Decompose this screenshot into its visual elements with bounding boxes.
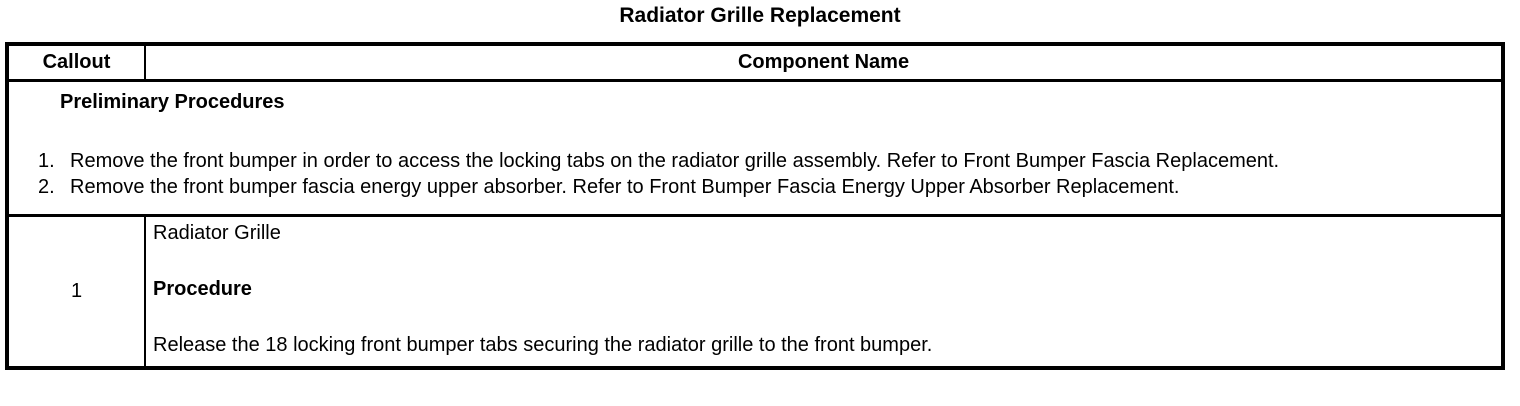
callout-column-header: Callout bbox=[7, 44, 146, 82]
procedure-instruction: Release the 18 locking front bumper tabs… bbox=[153, 333, 933, 356]
table-row: 1 Radiator Grille Procedure Release the … bbox=[7, 215, 1503, 368]
callout-number: 1 bbox=[7, 215, 146, 368]
list-item: 2. Remove the front bumper fascia energy… bbox=[9, 174, 1501, 200]
preliminary-procedures-row: Preliminary Procedures 1. Remove the fro… bbox=[7, 80, 1503, 217]
component-name: Radiator Grille bbox=[153, 221, 281, 244]
list-item-number: 1. bbox=[38, 149, 55, 172]
list-item-number: 2. bbox=[38, 175, 55, 198]
preliminary-procedures-cell: Preliminary Procedures 1. Remove the fro… bbox=[7, 80, 1503, 217]
table-header-row: Callout Component Name bbox=[7, 44, 1503, 82]
list-item: 1. Remove the front bumper in order to a… bbox=[9, 148, 1501, 174]
component-name-column-header: Component Name bbox=[145, 44, 1503, 82]
list-item-text: Remove the front bumper in order to acce… bbox=[70, 149, 1280, 172]
list-item-text: Remove the front bumper fascia energy up… bbox=[70, 175, 1180, 198]
preliminary-procedures-heading: Preliminary Procedures bbox=[60, 90, 285, 113]
component-cell: Radiator Grille Procedure Release the 18… bbox=[145, 215, 1503, 368]
component-table: Callout Component Name Preliminary Proce… bbox=[5, 42, 1505, 370]
page-title: Radiator Grille Replacement bbox=[619, 4, 901, 27]
procedure-heading: Procedure bbox=[153, 277, 252, 300]
preliminary-steps-list: 1. Remove the front bumper in order to a… bbox=[9, 148, 1501, 200]
